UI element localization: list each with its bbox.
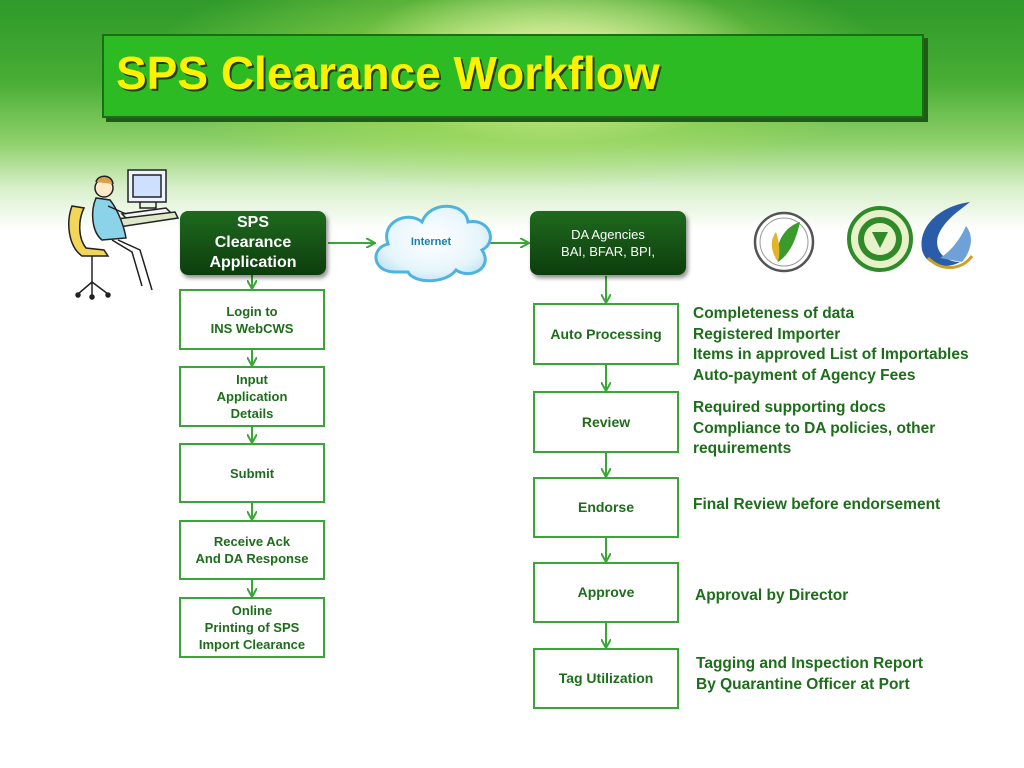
- da-leaf-logo-icon: [753, 211, 815, 273]
- step-online-printing: Online Printing of SPS Import Clearance: [179, 597, 325, 658]
- internet-label: Internet: [410, 236, 452, 248]
- step-review: Review: [533, 391, 679, 453]
- step-approve: Approve: [533, 562, 679, 623]
- sps-clearance-application-header: SPS Clearance Application: [180, 211, 326, 275]
- note-endorse: Final Review before endorsement: [693, 496, 941, 513]
- note-approve: Approval by Director: [695, 587, 849, 604]
- bfar-swoosh-logo-icon: [921, 202, 974, 269]
- bai-seal-logo-icon: [847, 206, 913, 272]
- step-receive-ack: Receive Ack And DA Response: [179, 520, 325, 580]
- step-endorse: Endorse: [533, 477, 679, 538]
- note-auto-processing: Completeness of data Registered Importer…: [693, 305, 969, 384]
- title-banner: SPS Clearance Workflow: [102, 34, 924, 118]
- note-review: Required supporting docs Compliance to D…: [693, 399, 936, 457]
- step-input-application-details: Input Application Details: [179, 366, 325, 427]
- office-worker-clipart-icon: [68, 169, 180, 300]
- step-login: Login to INS WebCWS: [179, 289, 325, 350]
- note-tag-utilization: Tagging and Inspection Report By Quarant…: [696, 655, 924, 693]
- step-submit: Submit: [179, 443, 325, 503]
- internet-cloud-icon: [374, 204, 492, 283]
- step-auto-processing: Auto Processing: [533, 303, 679, 365]
- page-title: SPS Clearance Workflow: [116, 47, 660, 99]
- step-tag-utilization: Tag Utilization: [533, 648, 679, 709]
- da-agencies-header: DA Agencies BAI, BFAR, BPI,: [530, 211, 686, 275]
